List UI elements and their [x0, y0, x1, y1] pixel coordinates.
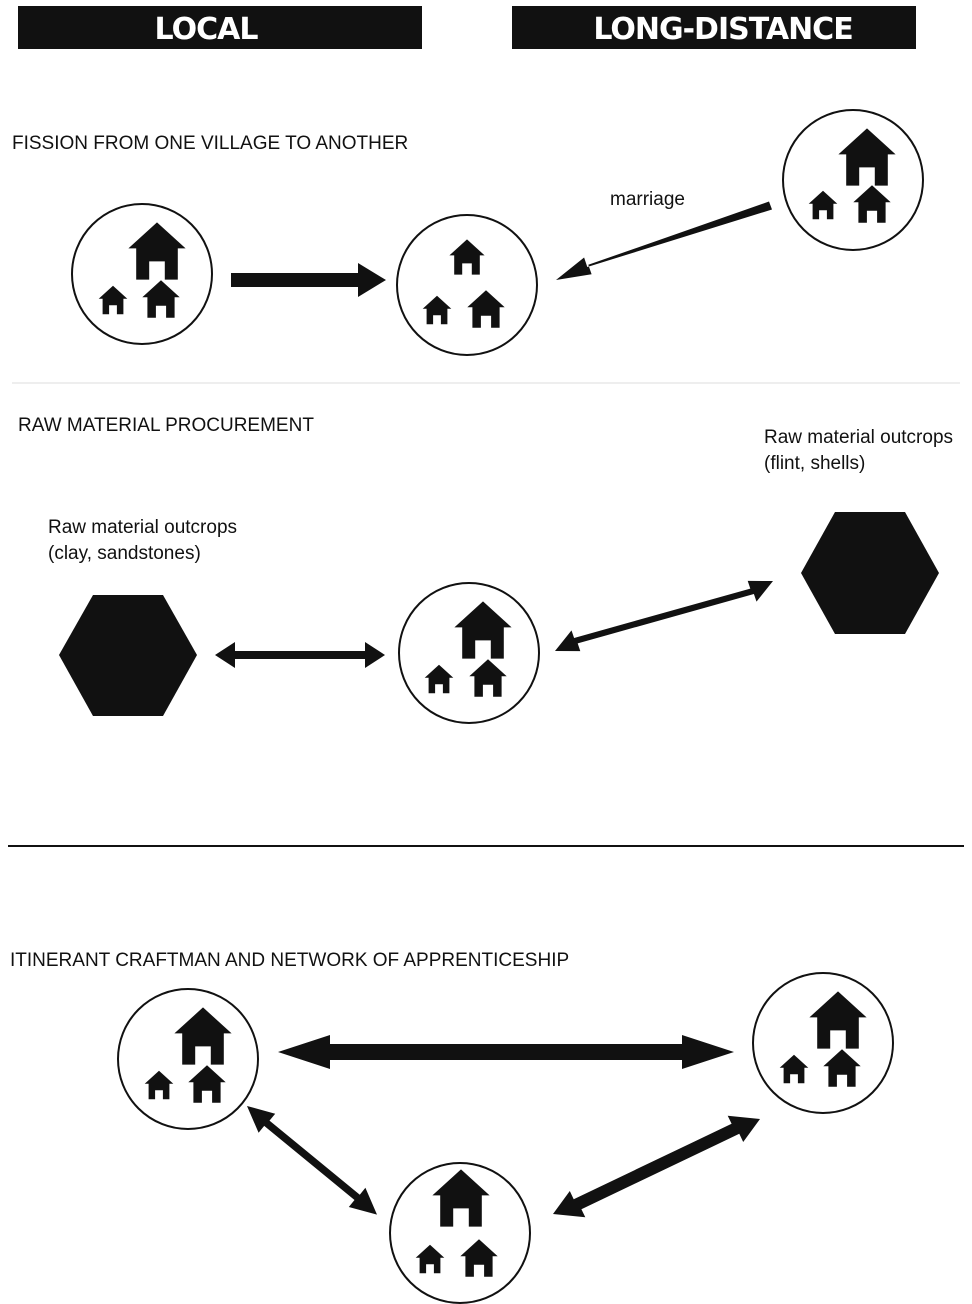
- hexagon-outcrop-distant: [801, 512, 939, 634]
- header-local: LOCAL: [18, 6, 422, 49]
- section-title-raw-material: RAW MATERIAL PROCUREMENT: [18, 415, 314, 436]
- village-network-left: [117, 988, 259, 1130]
- village-network-bottom: [389, 1162, 531, 1304]
- village-fission-origin: [71, 203, 213, 345]
- header-long-distance-label: LONG-DISTANCE: [593, 12, 852, 47]
- header-local-label: LOCAL: [155, 12, 259, 47]
- arrow-fission: [231, 263, 386, 297]
- local-outcrop-label-line1: Raw material outcrops: [48, 517, 237, 538]
- village-raw-material: [398, 582, 540, 724]
- arrow-marriage: [556, 201, 772, 280]
- section-title-craftsman: ITINERANT CRAFTMAN AND NETWORK OF APPREN…: [10, 950, 569, 971]
- arrow-network-left: [247, 1106, 377, 1215]
- village-fission-target: [396, 214, 538, 356]
- distant-outcrop-label-line1: Raw material outcrops: [764, 427, 953, 448]
- arrow-distant-outcrop: [555, 580, 773, 652]
- arrow-network-top: [278, 1035, 734, 1069]
- hexagon-outcrop-local: [59, 595, 197, 716]
- section-title-fission: FISSION FROM ONE VILLAGE TO ANOTHER: [12, 133, 408, 154]
- marriage-label: marriage: [610, 189, 685, 210]
- local-outcrop-label-line2: (clay, sandstones): [48, 543, 201, 564]
- village-distant-marriage: [782, 109, 924, 251]
- distant-outcrop-label-line2: (flint, shells): [764, 453, 865, 474]
- arrow-local-outcrop: [215, 642, 385, 668]
- arrow-network-right: [553, 1115, 760, 1218]
- village-network-right: [752, 972, 894, 1114]
- header-long-distance: LONG-DISTANCE: [512, 6, 916, 49]
